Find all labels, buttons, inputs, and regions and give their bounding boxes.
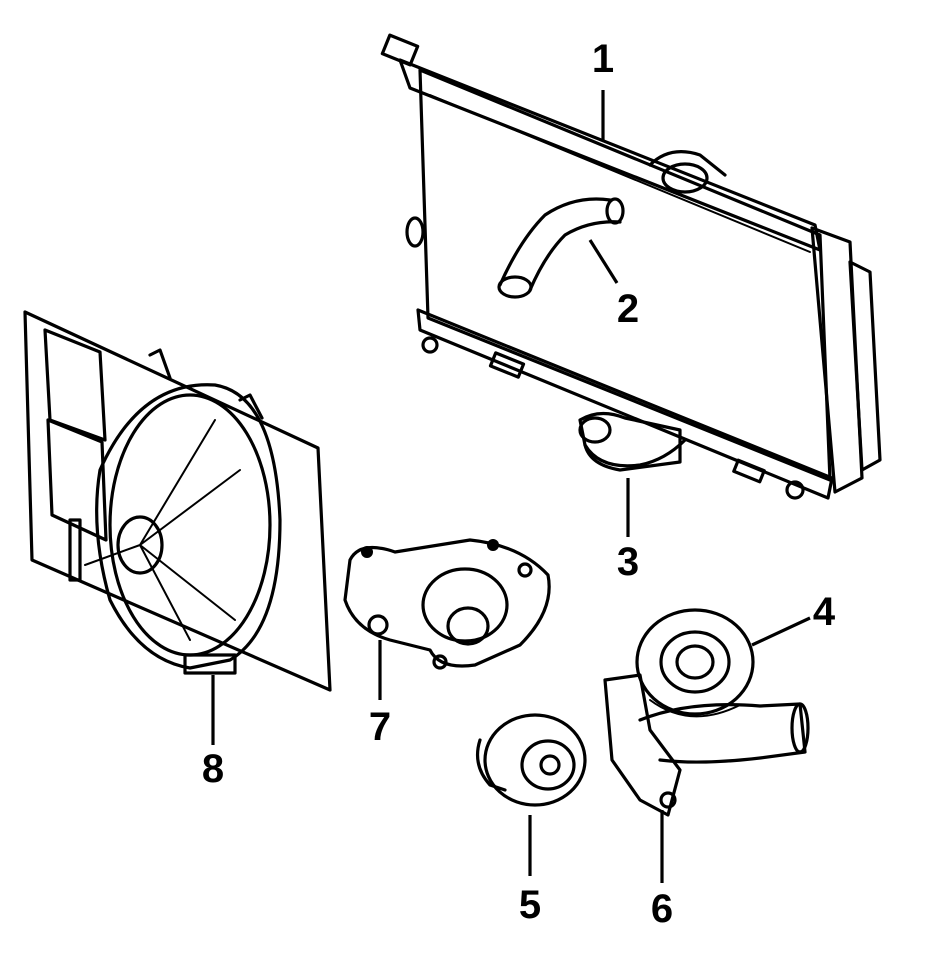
cooling-fan-assembly [23, 310, 332, 692]
lower-radiator-hose [583, 438, 687, 468]
radiator [380, 33, 882, 500]
callout-3: 3 [617, 540, 639, 584]
radiator-cap [635, 608, 755, 718]
leader-2 [588, 239, 619, 284]
callout-6: 6 [651, 887, 673, 931]
upper-radiator-hose [497, 197, 625, 299]
leader-4 [751, 616, 811, 647]
callout-5: 5 [519, 883, 541, 927]
callout-2: 2 [617, 287, 639, 331]
callout-7: 7 [369, 705, 391, 749]
thermostat-housing [603, 673, 810, 817]
callout-8: 8 [202, 747, 224, 791]
water-pump [343, 538, 551, 670]
callout-1: 1 [592, 37, 614, 81]
thermostat [476, 713, 587, 807]
callout-4: 4 [813, 590, 836, 634]
